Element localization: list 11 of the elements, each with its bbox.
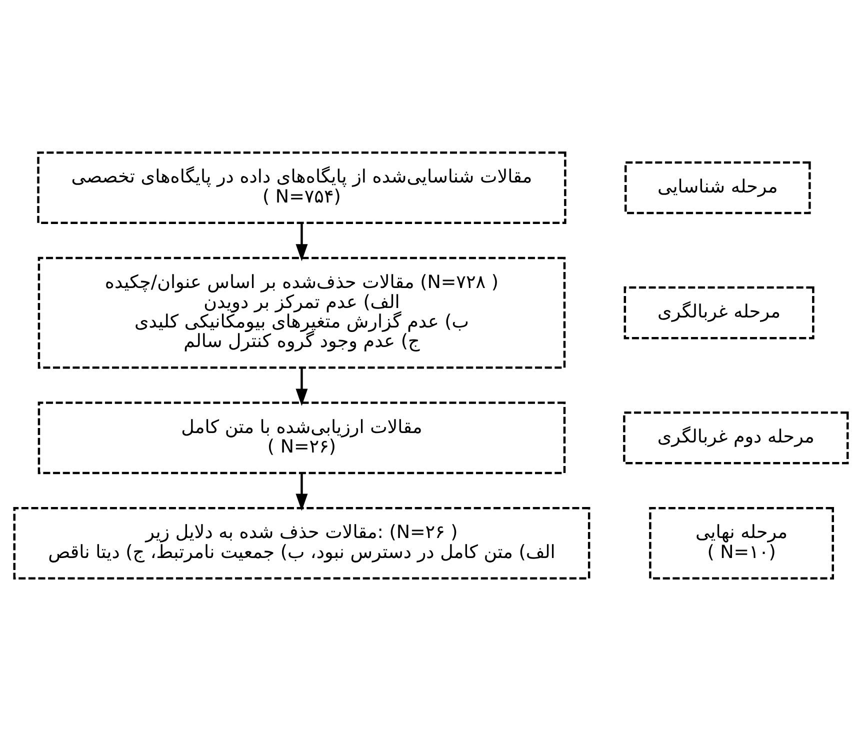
node-box: مرحله شناسایی [624,160,811,214]
node-box: مرحله دوم غربالگری [623,410,849,464]
node-box: مرحله غربالگری [624,286,814,339]
arrow [296,472,308,510]
arrow [296,222,308,261]
node-box: مقالات شناسایی‌شده از پایگاه‌های داده در پایگاه‌های تخصصی ( N=۷۵۴) [37,151,566,224]
node-box: مقالات حذف شده به دلایل زیر: (N=۲۶ ) الف) متن کامل در دسترس نبود، ب) جمعیت نامرتبط، ج) دیتا ناقص [13,506,590,579]
arrow [296,367,308,406]
node-box: مرحله نهایی ( N=۱۰) [649,506,834,579]
node-box: مقالات حذف‌شده بر اساس عنوان/چکیده (N=۷۲۸ ) الف) عدم تمرکز بر دویدن ب) عدم گزارش متغیرهای بیومکانیکی کلیدی ج) عدم وجود گروه کنترل سالم [38,256,566,368]
node-box: مقالات ارزیابی‌شده با متن کامل ( N=۲۶) [38,401,566,474]
